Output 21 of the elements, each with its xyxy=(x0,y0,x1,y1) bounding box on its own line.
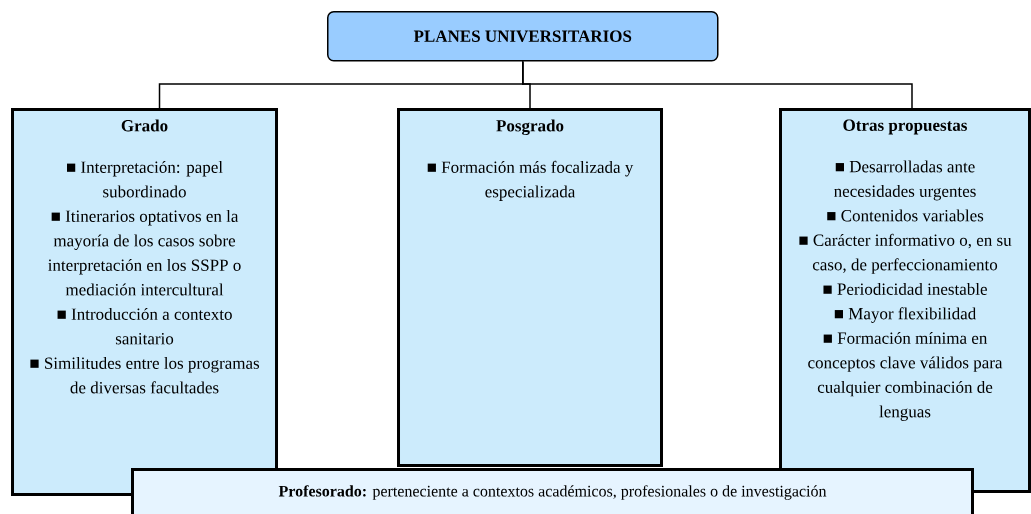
bullet-item: ■ Mayor flexibilidad xyxy=(834,307,976,323)
footer-text: Profesorado: perteneciente a contextos académicos, profesionales o de investigación xyxy=(278,485,827,500)
bullet-item: ■ Formación más focalizada y especializada xyxy=(427,160,634,201)
footer-box xyxy=(131,468,974,514)
bullet-item: ■ Carácter informativo o, en su caso, de perfeccionamiento xyxy=(799,233,1012,274)
bullet-item: ■ Interpretación: papel subordinado xyxy=(67,160,223,198)
bullet-item: ■ Similitudes entre los programas de diversas facultades xyxy=(30,357,260,394)
bullet-item: ■ Contenidos variables xyxy=(827,209,984,222)
connector-line xyxy=(522,60,913,109)
column-box xyxy=(397,108,663,467)
bullet-item: ■ Periodicidad inestable xyxy=(823,282,987,295)
title-text: PLANES UNIVERSITARIOS xyxy=(413,30,632,42)
column-heading: Grado xyxy=(121,119,168,132)
bullet-item: ■ Itinerarios optativos en la mayoría de los casos sobre interpretación en los SSPP o mediación intercultural xyxy=(48,210,241,296)
bullet-item: ■ Introducción a contexto sanitario xyxy=(57,307,232,345)
bullet-item: ■ Formación mínima en conceptos clave válidos para cualquier combinación de lenguas xyxy=(808,331,1003,421)
column-box xyxy=(11,108,278,496)
column-heading: Otras propuestas xyxy=(843,119,967,135)
bullet-item: ■ Desarrolladas ante necesidades urgentes xyxy=(834,160,976,201)
column-heading: Posgrado xyxy=(496,119,564,136)
title-box xyxy=(327,11,719,62)
